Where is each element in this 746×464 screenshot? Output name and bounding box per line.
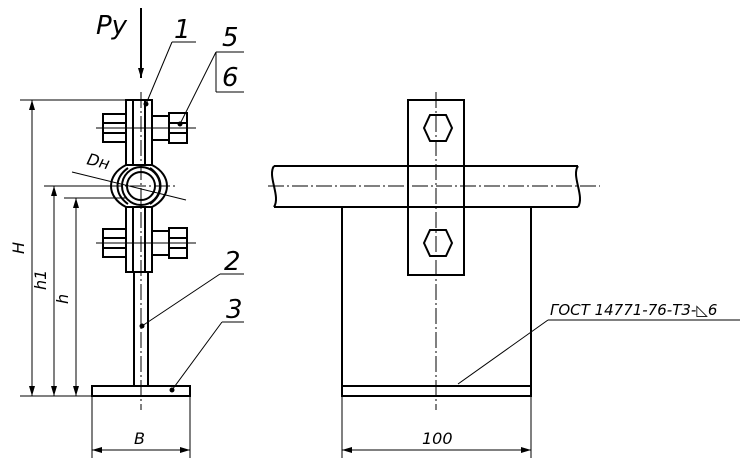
part-number-2: 2 xyxy=(224,247,241,277)
force-label: Py xyxy=(96,11,128,41)
diameter-dimension-line xyxy=(71,171,187,201)
dimension-h-label: h xyxy=(53,294,72,304)
lower-bolt xyxy=(96,227,196,259)
lower-hex-nut xyxy=(422,229,454,257)
part-number-6: 6 xyxy=(222,63,239,93)
dimension-H-label: H xyxy=(9,242,28,254)
leader-5-6 xyxy=(179,51,217,125)
leader-2 xyxy=(141,273,221,327)
dimension-100-label: 100 xyxy=(422,429,453,448)
dimension-B-label: B xyxy=(134,429,145,448)
diameter-label: Dн xyxy=(85,149,112,173)
front-view: ГОСТ 14771-76-Т3-◺6 100 xyxy=(268,92,740,458)
weld-note: ГОСТ 14771-76-Т3-◺6 xyxy=(550,301,717,319)
dimension-h1-label: h1 xyxy=(31,270,50,290)
part-number-5: 5 xyxy=(222,23,239,53)
part-number-1: 1 xyxy=(174,15,191,45)
weld-leader xyxy=(457,319,549,385)
part-number-3: 3 xyxy=(226,295,243,325)
upper-clamp-strap xyxy=(125,99,153,166)
upper-bolt xyxy=(96,112,196,144)
upper-hex-nut xyxy=(422,114,454,142)
lower-clamp-strap xyxy=(125,206,153,273)
leader-1 xyxy=(145,41,173,105)
base-plate xyxy=(91,385,191,397)
side-view: Py 1 5 6 2 3 Dн H h1 xyxy=(9,8,244,458)
leader-3 xyxy=(171,321,223,391)
